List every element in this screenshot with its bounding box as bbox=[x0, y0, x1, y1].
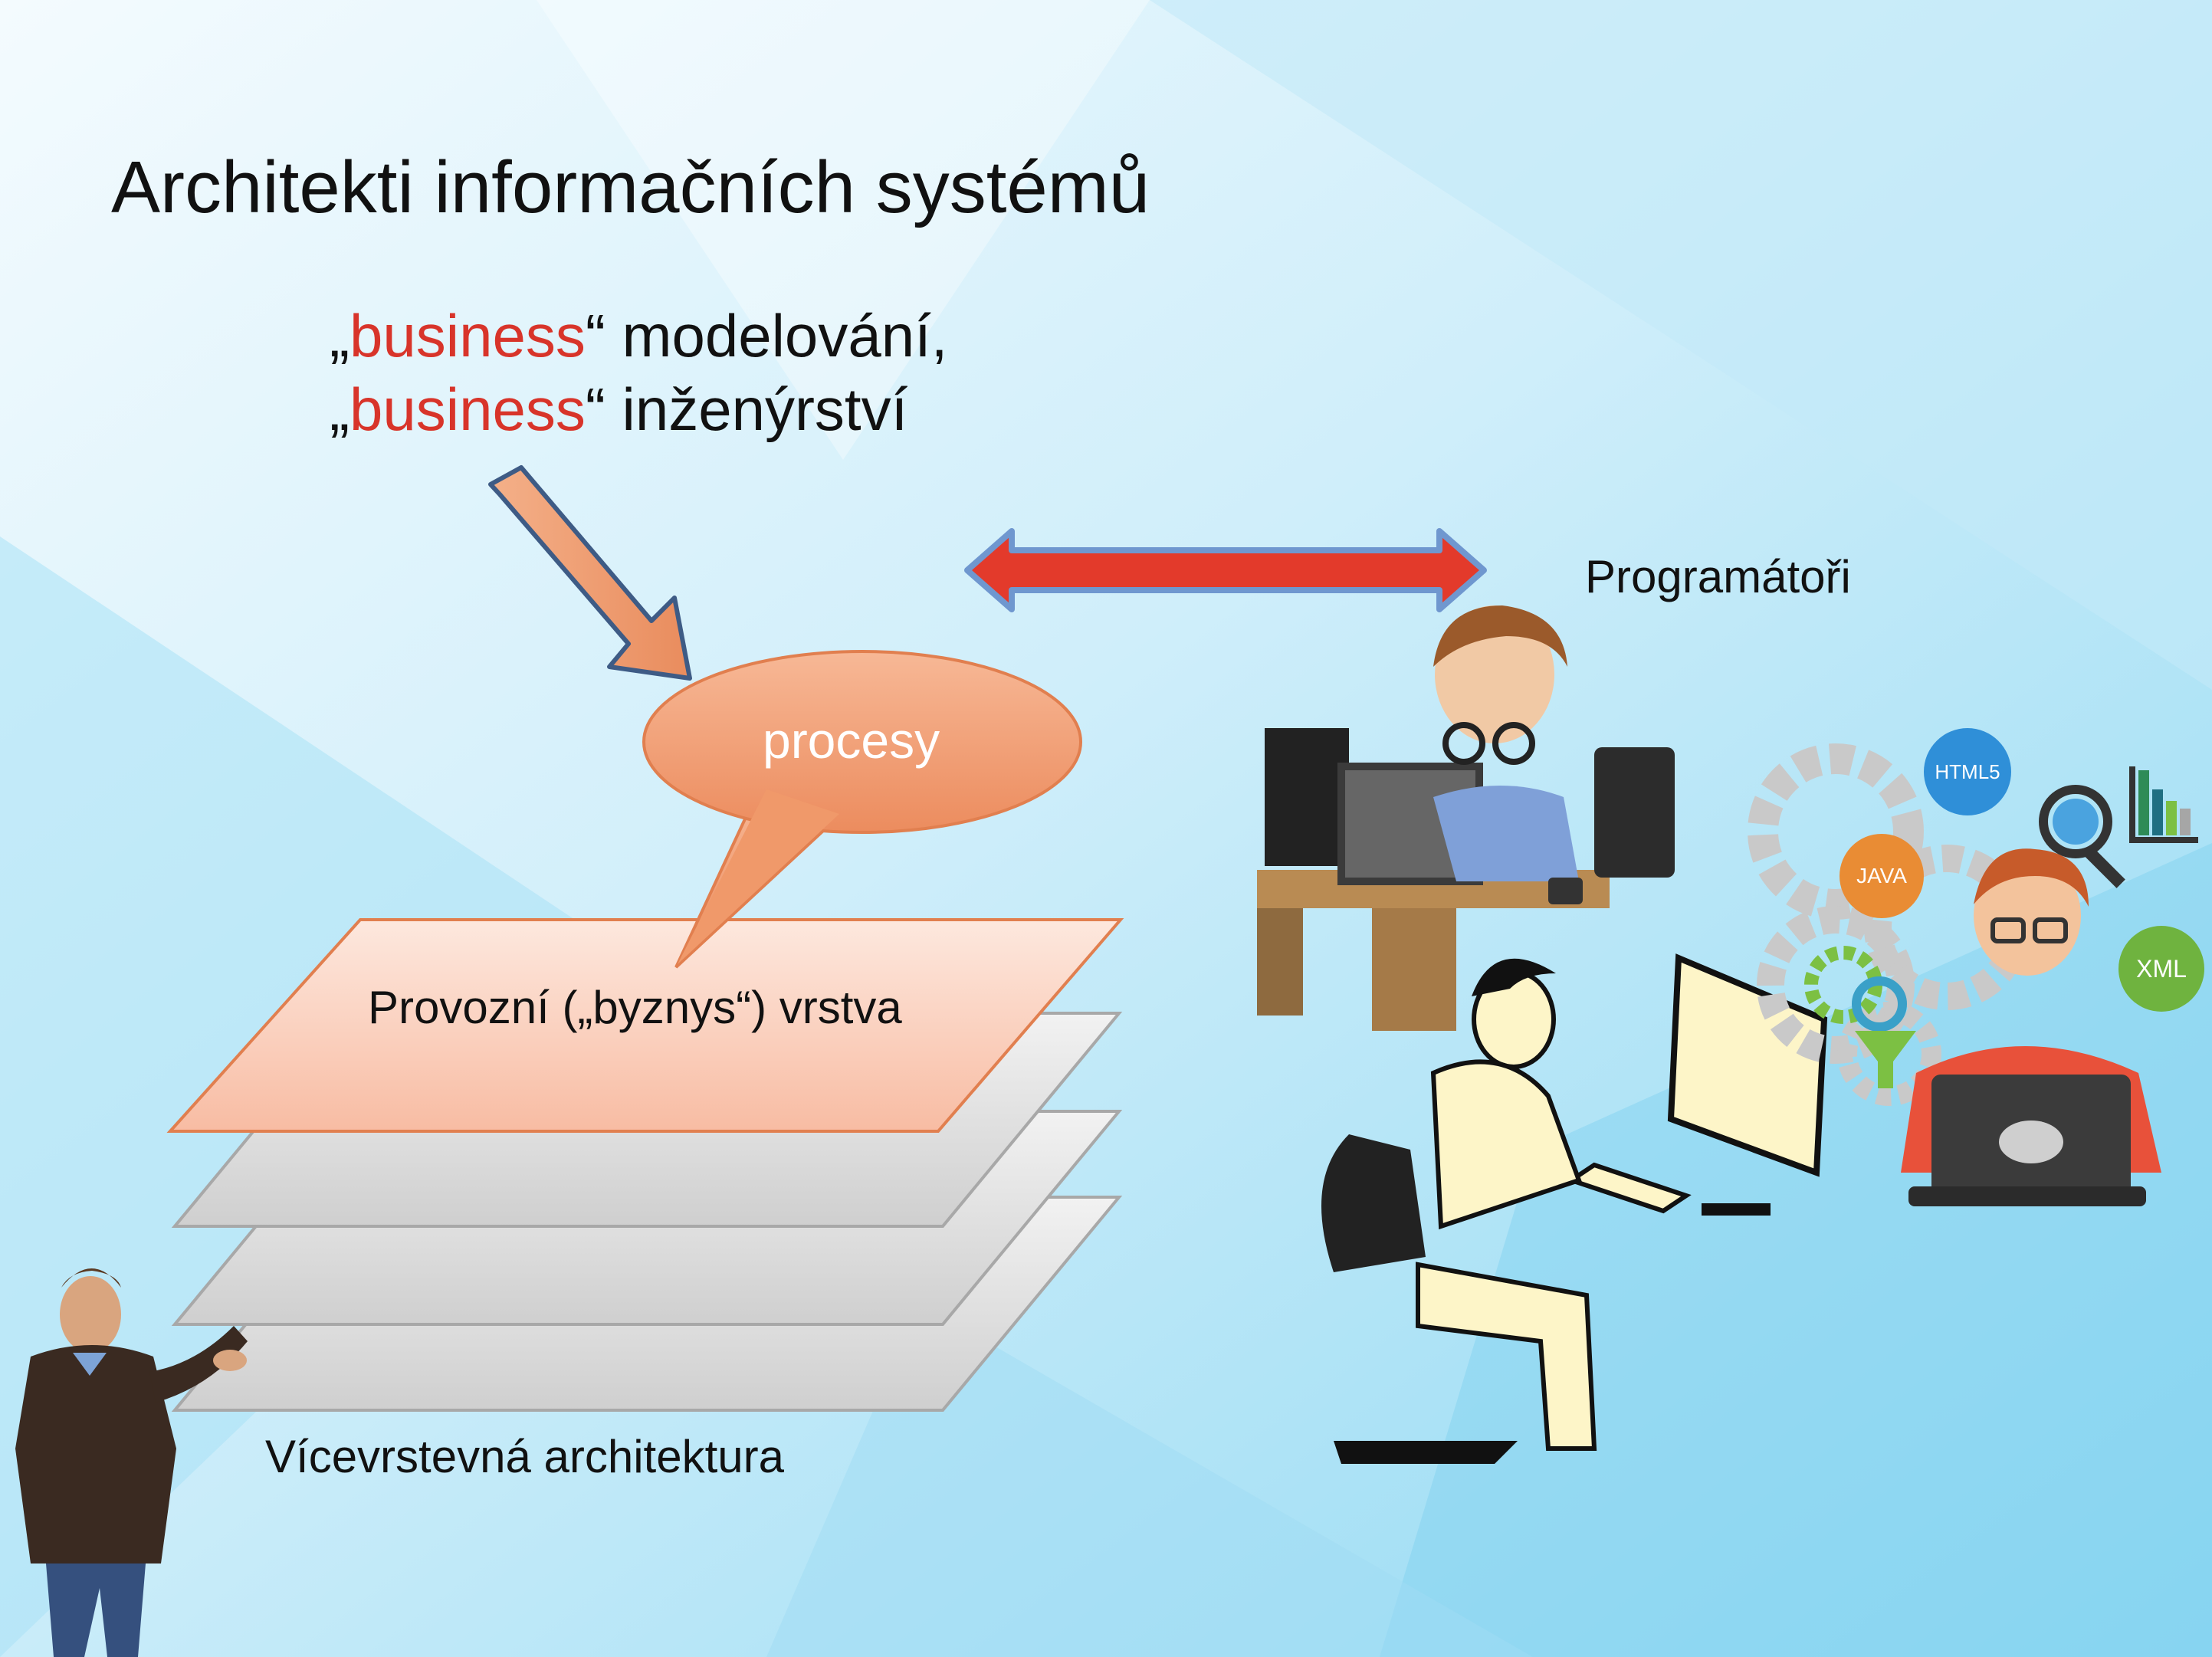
diagonal-arrow bbox=[488, 465, 692, 681]
xml-badge-label: XML bbox=[2136, 954, 2187, 983]
html5-badge: HTML5 bbox=[1924, 728, 2011, 815]
procesy-label: procesy bbox=[763, 712, 940, 769]
open-quote: „ bbox=[330, 376, 350, 443]
subtitle-rest: “ modelování, bbox=[585, 302, 948, 369]
business-highlight: business bbox=[349, 302, 586, 369]
multilayer-architecture-label: Vícevrstevná architektura bbox=[265, 1431, 784, 1482]
double-arrow bbox=[964, 528, 1487, 612]
business-layer bbox=[166, 918, 1124, 1133]
developer-gears-illustration bbox=[1748, 743, 2198, 1206]
business-highlight: business bbox=[349, 376, 586, 443]
presenter-illustration bbox=[15, 1268, 248, 1657]
subtitle-line-2: „business“ inženýrství bbox=[330, 372, 907, 446]
xml-badge: XML bbox=[2118, 926, 2204, 1012]
slide-title: Architekti informačních systémů bbox=[111, 146, 1150, 228]
business-layer-label: Provozní („byznys“) vrstva bbox=[368, 982, 902, 1033]
programmers-label: Programátoři bbox=[1585, 551, 1851, 602]
open-quote: „ bbox=[330, 302, 350, 369]
procesy-bubble bbox=[642, 650, 1082, 834]
html5-badge-label: HTML5 bbox=[1935, 760, 2000, 783]
subtitle-rest: “ inženýrství bbox=[585, 376, 908, 443]
sketch-programmer-illustration bbox=[1321, 953, 1828, 1464]
java-badge-label: JAVA bbox=[1856, 864, 1907, 888]
subtitle-line-1: „business“ modelování, bbox=[330, 299, 947, 372]
programmer-desk-illustration bbox=[1257, 605, 1675, 1031]
java-badge: JAVA bbox=[1840, 834, 1924, 918]
